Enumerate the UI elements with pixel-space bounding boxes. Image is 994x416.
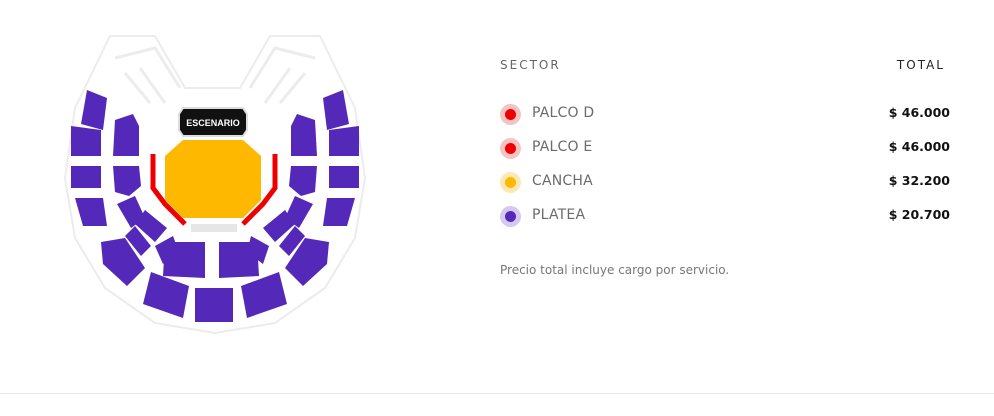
sector-price: $ 46.000: [888, 105, 950, 120]
platea-section-r2[interactable]: [329, 126, 359, 156]
platea-section-r1[interactable]: [323, 90, 349, 130]
right-walkway: [248, 46, 316, 104]
platea-section-r5[interactable]: [291, 114, 317, 156]
sector-price: $ 20.700: [888, 207, 950, 222]
platea-section-r3[interactable]: [329, 166, 359, 188]
platea-section-l6[interactable]: [113, 166, 141, 196]
palco-d-section[interactable]: [150, 154, 187, 226]
platea-section-l13[interactable]: [143, 272, 189, 318]
sector-color-dot: [500, 206, 521, 227]
sector-header: SECTOR: [500, 58, 561, 72]
platea-section-r6[interactable]: [289, 166, 317, 196]
service-charge-note: Precio total incluye cargo por servicio.: [500, 263, 730, 277]
stage-label: ESCENARIO: [186, 118, 240, 128]
price-panel: SECTOR TOTAL PALCO D $ 46.000 PALCO E $ …: [500, 58, 950, 277]
total-header: TOTAL: [896, 58, 945, 72]
platea-section-l2[interactable]: [71, 126, 101, 156]
platea-section-l9[interactable]: [101, 238, 145, 286]
bottom-divider: [0, 393, 994, 394]
platea-section-r7[interactable]: [285, 196, 313, 228]
price-table-header: SECTOR TOTAL: [500, 58, 950, 78]
platea-section-l12[interactable]: [163, 242, 205, 278]
sector-row-palco-e[interactable]: PALCO E $ 46.000: [500, 136, 950, 170]
stage: ESCENARIO: [178, 107, 248, 137]
cancha-corridor: [191, 224, 237, 232]
sector-row-cancha[interactable]: CANCHA $ 32.200: [500, 170, 950, 204]
platea-section-l8[interactable]: [135, 210, 167, 242]
platea-section-c1[interactable]: [195, 288, 233, 322]
sector-name: PALCO D: [532, 105, 595, 121]
platea-section-r10[interactable]: [279, 226, 305, 256]
platea-section-l3[interactable]: [71, 166, 101, 188]
platea-section-l10[interactable]: [125, 226, 151, 256]
venue-map-svg[interactable]: ESCENARIO: [55, 28, 375, 338]
platea-section-r11[interactable]: [247, 236, 269, 264]
platea-section-l1[interactable]: [81, 90, 107, 130]
platea-section-l5[interactable]: [113, 114, 139, 156]
cancha-section[interactable]: [165, 140, 261, 218]
platea-section-r4[interactable]: [323, 198, 355, 226]
sector-color-dot: [500, 172, 521, 193]
sector-name: PLATEA: [532, 207, 586, 223]
venue-map[interactable]: ESCENARIO: [55, 28, 375, 338]
platea-section-r13[interactable]: [241, 272, 287, 318]
platea-section-r9[interactable]: [285, 238, 329, 286]
sector-row-platea[interactable]: PLATEA $ 20.700: [500, 204, 950, 238]
left-walkway: [114, 46, 182, 104]
sector-name: CANCHA: [532, 173, 593, 189]
palco-e-section[interactable]: [241, 154, 278, 226]
platea-section-l4[interactable]: [75, 198, 107, 226]
sector-name: PALCO E: [532, 139, 593, 155]
sector-row-palco-d[interactable]: PALCO D $ 46.000: [500, 102, 950, 136]
sector-color-dot: [500, 138, 521, 159]
sector-color-dot: [500, 104, 521, 125]
sector-price: $ 32.200: [888, 173, 950, 188]
price-rows: PALCO D $ 46.000 PALCO E $ 46.000 CANCHA…: [500, 102, 950, 238]
sector-price: $ 46.000: [888, 139, 950, 154]
